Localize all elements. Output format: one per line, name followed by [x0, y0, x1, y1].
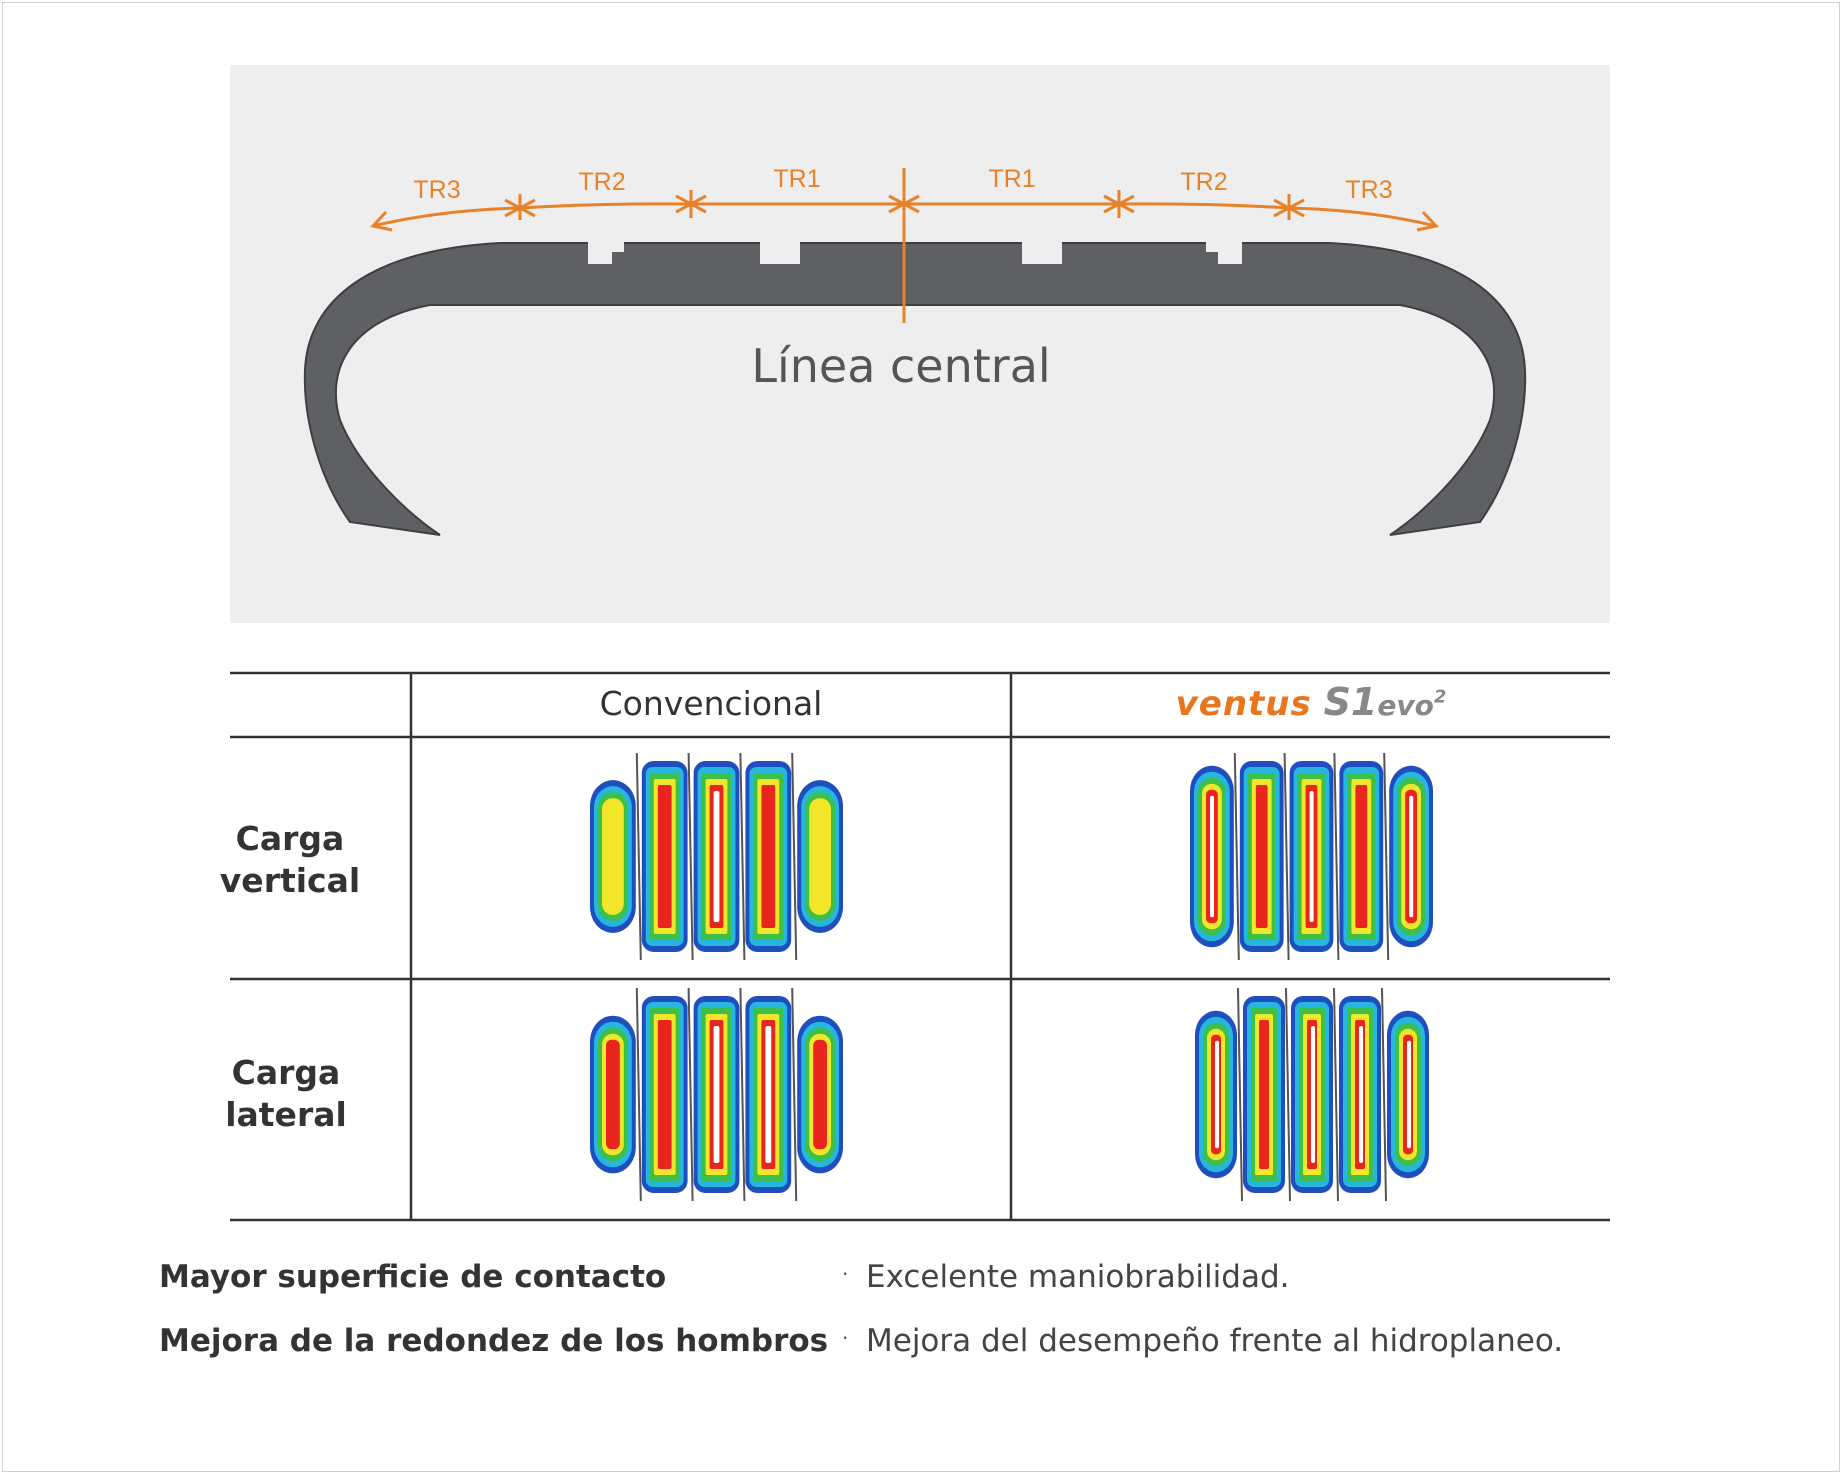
footprint-conventional-vertical	[590, 752, 843, 961]
pressure-band	[765, 1026, 772, 1163]
pressure-band	[1311, 1026, 1315, 1163]
groove-line	[1333, 987, 1339, 1202]
arrow-tr3-right	[1288, 206, 1437, 228]
zone-label-tr1-right: TR1	[988, 165, 1035, 193]
benefit-handling: Excelente maniobrabilidad.	[866, 1259, 1290, 1295]
pressure-band	[1210, 795, 1214, 918]
row-label-vertical-load: Carga vertical	[219, 819, 361, 900]
zone-label-tr2-left: TR2	[578, 168, 625, 196]
pressure-band	[602, 798, 624, 915]
column-header-conventional: Convencional	[599, 684, 823, 723]
pressure-band	[657, 1020, 672, 1169]
benefit-hydroplaning: Mejora del desempeño frente al hidroplan…	[866, 1323, 1564, 1359]
groove-line	[791, 987, 798, 1202]
pressure-band	[1259, 1020, 1269, 1169]
bullet-dot: ·	[842, 1262, 849, 1286]
pressure-band	[1215, 1040, 1219, 1149]
feature-contact-area: Mayor superficie de contacto	[159, 1259, 667, 1295]
footprint-ventus-vertical	[1190, 752, 1433, 961]
pressure-band	[1407, 1040, 1411, 1149]
groove-line	[1283, 752, 1290, 961]
pressure-band	[761, 785, 776, 928]
arrow-tr3-left	[372, 206, 521, 228]
groove-line	[1381, 987, 1387, 1202]
column-header-ventus-logo: ventus S1evo2	[1175, 680, 1447, 724]
zone-label-tr3-right: TR3	[1345, 176, 1392, 204]
pressure-band	[1355, 785, 1368, 928]
groove-line	[635, 987, 642, 1202]
feature-shoulder-roundness: Mejora de la redondez de los hombros	[159, 1323, 829, 1359]
groove-line	[1383, 752, 1390, 961]
footprint-ventus-lateral	[1195, 987, 1429, 1202]
bullet-dot: ·	[842, 1326, 849, 1350]
tire-cross-section	[303, 238, 1527, 536]
pressure-band	[1359, 1026, 1363, 1163]
groove-line	[1237, 987, 1243, 1202]
pressure-band	[713, 1026, 720, 1163]
pressure-band	[809, 798, 831, 915]
pressure-band	[713, 791, 720, 922]
row-label-lateral-load: Carga lateral	[225, 1053, 347, 1134]
groove-line	[635, 752, 642, 961]
groove-line	[1333, 752, 1340, 961]
zone-dimension-arrows	[370, 168, 1439, 323]
arrow-tr2-left	[519, 202, 692, 210]
arrow-tr2-right	[1118, 202, 1290, 210]
groove-line	[687, 987, 694, 1202]
groove-line	[739, 752, 746, 961]
pressure-band	[813, 1039, 827, 1150]
tire-panel	[230, 65, 1610, 623]
groove-line	[739, 987, 746, 1202]
zone-label-tr3-left: TR3	[413, 176, 460, 204]
zone-label-tr1-left: TR1	[773, 165, 820, 193]
groove-line	[791, 752, 798, 961]
pressure-band	[657, 785, 672, 928]
comparison-table-grid	[230, 671, 1610, 1222]
center-line-label: Línea central	[751, 339, 1050, 393]
zone-label-tr2-right: TR2	[1180, 168, 1227, 196]
pressure-band	[606, 1039, 620, 1150]
footprint-conventional-lateral	[590, 987, 843, 1202]
groove-line	[1285, 987, 1291, 1202]
groove-line	[1233, 752, 1240, 961]
groove-line	[687, 752, 694, 961]
pressure-band	[1309, 791, 1314, 922]
pressure-band	[1409, 795, 1414, 918]
pressure-band	[1255, 785, 1268, 928]
